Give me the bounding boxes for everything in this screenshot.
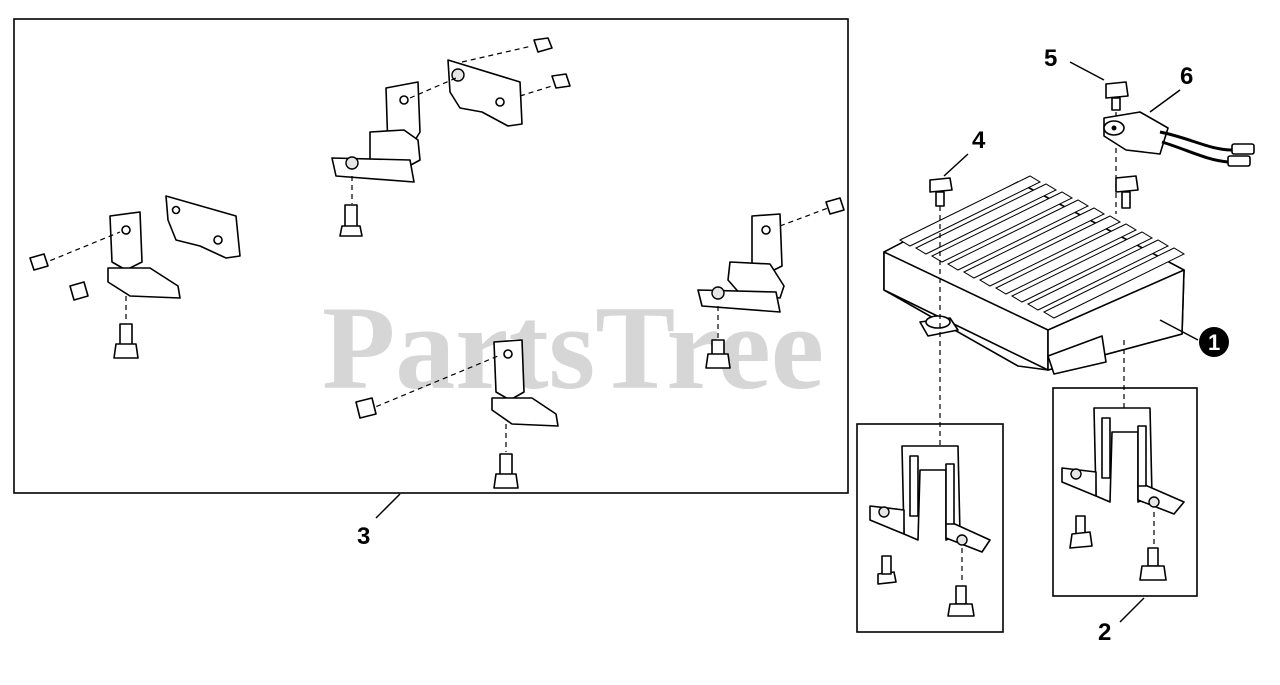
harness-callout-6: 6	[1103, 63, 1255, 167]
kit-screw-7	[355, 397, 377, 419]
bracket-inset-left-frame	[856, 423, 1004, 633]
callout-5-leader	[1069, 61, 1105, 81]
ground-screw-callout-5: 5	[1044, 45, 1139, 214]
kit-screw-10	[705, 339, 731, 369]
heat-sink-fins	[898, 175, 1186, 319]
kit-screw-5	[69, 281, 89, 301]
voltage-regulator: 1	[883, 175, 1229, 375]
kit-screw-8	[493, 453, 519, 489]
callout-6-leader	[1149, 89, 1181, 113]
callout-3: 3	[357, 523, 370, 550]
callout-2-leader	[1119, 597, 1145, 623]
bracket-kit-group: 3	[13, 18, 849, 550]
bracket-inset-right: 2	[1052, 340, 1198, 646]
kit-screw-9	[825, 197, 845, 215]
kit-screw-4	[29, 253, 49, 271]
callout-1-badge	[1199, 327, 1229, 357]
kit-screw-1	[339, 204, 363, 237]
kit-screw-2	[533, 37, 553, 53]
bracket-inset-right-frame	[1052, 387, 1198, 597]
regulator-connector	[1047, 335, 1107, 375]
bracket-inset-left	[856, 423, 1004, 633]
kit-screw-6	[113, 323, 139, 359]
callout-4: 4	[972, 127, 986, 154]
callout-1-leader	[1159, 319, 1199, 341]
bracket-kit-frame	[13, 18, 849, 494]
watermark: PartsTree ™	[322, 281, 944, 414]
callout-3-leader	[375, 493, 401, 519]
kit-bracket-top	[331, 37, 571, 237]
screw-callout-4: 4	[929, 127, 986, 448]
callout-6: 6	[1180, 63, 1193, 90]
callout-4-leader	[943, 153, 969, 177]
kit-bracket-right	[697, 197, 845, 369]
callout-2: 2	[1098, 619, 1111, 646]
callout-1: 1	[1208, 330, 1220, 355]
kit-screw-3	[551, 73, 571, 89]
kit-bracket-bottom	[355, 339, 559, 489]
callout-5: 5	[1044, 45, 1057, 72]
kit-bracket-left	[29, 195, 241, 359]
